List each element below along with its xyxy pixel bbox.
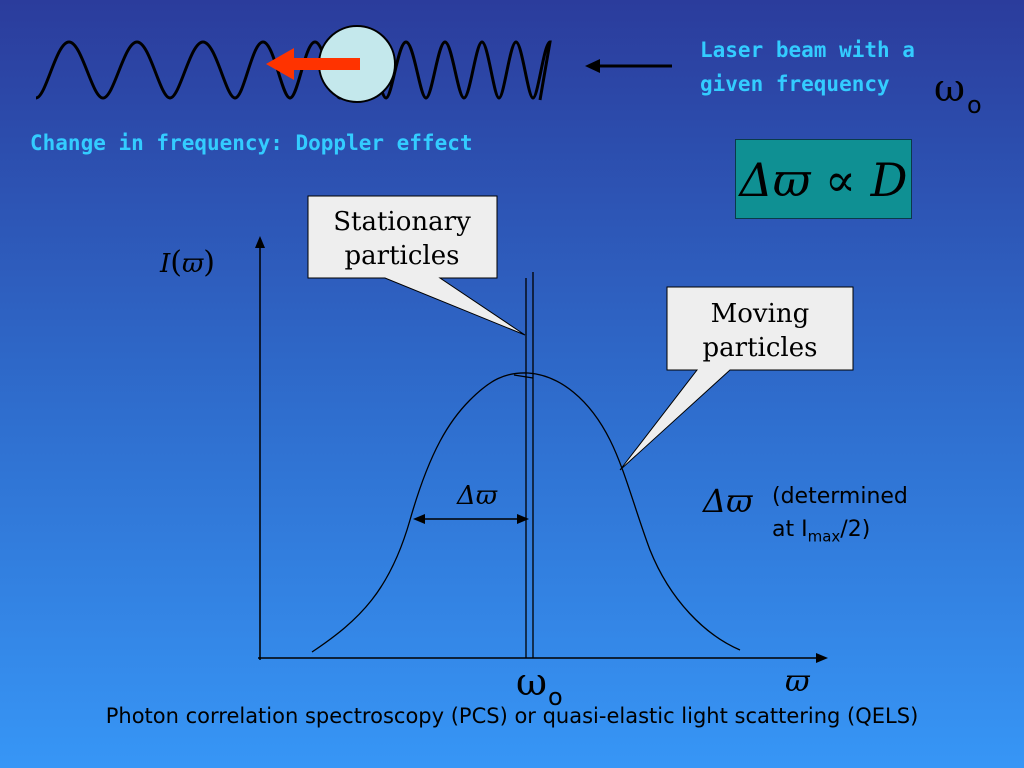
- x-axis-var-label: ϖ: [785, 664, 810, 699]
- x-axis-omega-label: ωo: [516, 660, 563, 711]
- moving-line2: particles: [702, 333, 818, 363]
- stationary-particles-label: Stationary particles: [308, 205, 496, 273]
- y-axis-close-paren: ): [203, 245, 215, 280]
- laser-label-line1: Laser beam with a: [700, 38, 915, 62]
- delta-arrow-head-left: [413, 514, 425, 524]
- laser-label-line2: given frequency: [700, 72, 890, 96]
- stationary-line2: particles: [344, 241, 460, 271]
- y-axis-label: I(ϖ): [160, 245, 215, 280]
- delta-arrow-head-right: [517, 514, 529, 524]
- stationary-line1: Stationary: [333, 207, 471, 237]
- laser-frequency-symbol: ωo: [934, 66, 982, 119]
- determined-line2: at Imax/2): [772, 517, 871, 546]
- determined-line1: (determined: [772, 484, 908, 509]
- proportionality-formula: Δϖ ∝ D: [735, 139, 912, 219]
- moving-callout-shape: [619, 286, 854, 471]
- caption: Photon correlation spectroscopy (PCS) or…: [105, 704, 919, 728]
- particle-direction-arrow-head: [266, 48, 294, 80]
- y-axis-symbol: I: [160, 249, 171, 279]
- y-axis-open-paren: (: [170, 245, 182, 280]
- determined-note: (determined at Imax/2): [772, 480, 1002, 553]
- omega-subscript: o: [967, 91, 982, 119]
- omega-symbol: ω: [934, 66, 965, 110]
- y-axis-arrowhead: [255, 236, 265, 248]
- laser-beam-label: Laser beam with a given frequency: [700, 33, 1000, 101]
- moving-line1: Moving: [710, 299, 810, 329]
- peak-tick: [513, 374, 534, 379]
- moving-particles-label: Moving particles: [667, 297, 853, 365]
- broadened-spectrum-curve: [311, 372, 741, 653]
- delta-width-label: Δϖ: [457, 481, 497, 511]
- stationary-callout-shape: [307, 195, 526, 336]
- doppler-effect-label: Change in frequency: Doppler effect: [30, 131, 473, 155]
- x-axis-arrowhead: [816, 653, 828, 663]
- y-axis-var: ϖ: [182, 249, 204, 279]
- x-omega-subscript: o: [548, 683, 563, 711]
- particle-direction-arrow-shaft: [290, 58, 360, 70]
- laser-arrow-head: [585, 59, 600, 73]
- delta-symbol-right: Δϖ: [703, 482, 753, 520]
- x-omega-symbol: ω: [516, 660, 547, 704]
